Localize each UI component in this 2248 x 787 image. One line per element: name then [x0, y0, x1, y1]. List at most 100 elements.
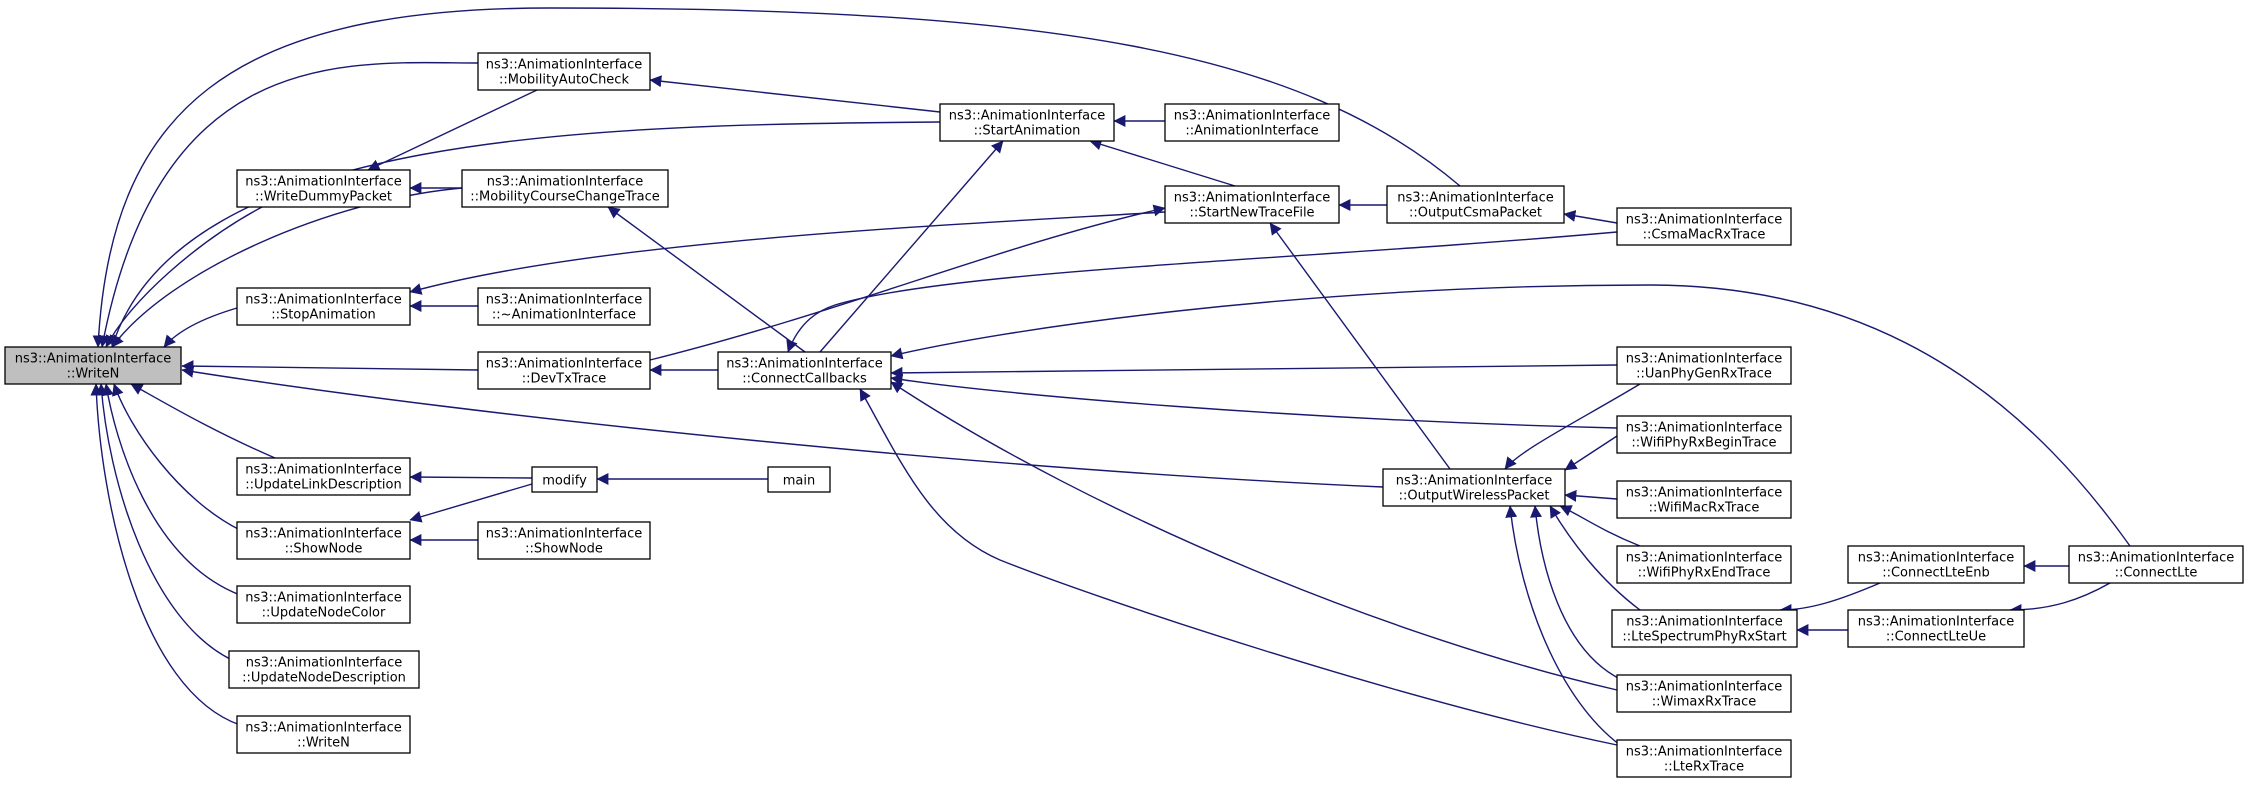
node-label-line: ::StartAnimation — [974, 124, 1081, 139]
edge-stop_animation-to-writen_root — [163, 307, 238, 348]
node-label-line: ns3::AnimationInterface — [1858, 551, 2015, 566]
edge-output_csma_packet-to-writen_root — [92, 7, 1461, 348]
node-connect-callbacks[interactable]: ns3::AnimationInterface::ConnectCallback… — [717, 351, 892, 390]
edge-layer — [90, 7, 2131, 746]
node-label-line: ns3::AnimationInterface — [1626, 352, 1783, 367]
node-update-node-color[interactable]: ns3::AnimationInterface::UpdateNodeColor — [236, 585, 411, 624]
node-label-line: ::WifiMacRxTrace — [1649, 501, 1760, 516]
node-mobility-auto-check[interactable]: ns3::AnimationInterface::MobilityAutoChe… — [477, 52, 651, 91]
node-label-line: ::UanPhyGenRxTrace — [1636, 367, 1772, 382]
node-label-line: ::ConnectLte — [2115, 566, 2198, 581]
node-label-line: ::ConnectLteEnb — [1882, 566, 1990, 581]
node-lte-spectrum-phy-rx-start[interactable]: ns3::AnimationInterface::LteSpectrumPhyR… — [1611, 609, 1798, 648]
node-label-line: ::WimaxRxTrace — [1652, 695, 1756, 710]
node-label-line: ::OutputWirelessPacket — [1399, 489, 1550, 504]
node-modify[interactable]: modify — [531, 466, 598, 493]
edge-connect_callbacks-to-start_animation — [819, 140, 1004, 353]
node-update-node-description[interactable]: ns3::AnimationInterface::UpdateNodeDescr… — [228, 650, 420, 689]
node-connect-lte-ue[interactable]: ns3::AnimationInterface::ConnectLteUe — [1847, 609, 2025, 648]
node-label-line: ns3::AnimationInterface — [1397, 191, 1554, 206]
node-label-line: ::UpdateLinkDescription — [245, 478, 402, 493]
node-label-line: ns3::AnimationInterface — [2078, 551, 2235, 566]
node-label-line: ns3::AnimationInterface — [1174, 109, 1331, 124]
edge-output_wireless_packet-to-start_new_trace_file — [1269, 222, 1451, 470]
node-box — [2068, 545, 2244, 584]
node-wifi-mac-rx-trace[interactable]: ns3::AnimationInterface::WifiMacRxTrace — [1616, 480, 1792, 519]
node-box — [1616, 207, 1792, 246]
node-ctor[interactable]: ns3::AnimationInterface::AnimationInterf… — [1164, 103, 1340, 142]
node-wimax-rx-trace[interactable]: ns3::AnimationInterface::WimaxRxTrace — [1616, 674, 1792, 713]
edge-start_animation-to-writen_root — [109, 121, 941, 348]
node-label-line: ns3::AnimationInterface — [1626, 551, 1783, 566]
node-label-line: ns3::AnimationInterface — [1626, 680, 1783, 695]
node-csma-mac-rx-trace[interactable]: ns3::AnimationInterface::CsmaMacRxTrace — [1616, 207, 1792, 246]
edge-start_new_trace_file-to-start_animation — [1089, 138, 1236, 187]
node-start-animation[interactable]: ns3::AnimationInterface::StartAnimation — [939, 103, 1115, 142]
node-mobility-course-change[interactable]: ns3::AnimationInterface::MobilityCourseC… — [461, 169, 669, 208]
node-label-line: ns3::AnimationInterface — [1174, 191, 1331, 206]
node-writen-leaf[interactable]: ns3::AnimationInterface::WriteN — [236, 715, 411, 754]
node-label-line: ::LteRxTrace — [1664, 760, 1744, 775]
edge-wifi_phy_rx_begin_trace-to-connect_callbacks — [890, 373, 1618, 429]
node-label-line: ns3::AnimationInterface — [15, 352, 172, 367]
node-uan-phy-gen-rx-trace[interactable]: ns3::AnimationInterface::UanPhyGenRxTrac… — [1616, 346, 1792, 385]
node-write-dummy-packet[interactable]: ns3::AnimationInterface::WriteDummyPacke… — [236, 169, 411, 208]
edge-show_node-to-writen_root — [112, 383, 241, 531]
node-label-line: ::WriteDummyPacket — [255, 190, 392, 205]
node-wifi-phy-rx-begin-trace[interactable]: ns3::AnimationInterface::WifiPhyRxBeginT… — [1616, 415, 1792, 454]
edge-lte_rx_trace-to-connect_callbacks — [859, 388, 1618, 746]
node-label-line: main — [783, 474, 815, 489]
edge-update_link_description-to-writen_root — [130, 383, 276, 459]
node-wifi-phy-rx-end-trace[interactable]: ns3::AnimationInterface::WifiPhyRxEndTra… — [1616, 545, 1792, 584]
node-label-line: ns3::AnimationInterface — [1626, 213, 1783, 228]
node-writen-root[interactable]: ns3::AnimationInterface::WriteN — [4, 346, 182, 385]
node-label-line: ::OutputCsmaPacket — [1409, 206, 1542, 221]
node-lte-rx-trace[interactable]: ns3::AnimationInterface::LteRxTrace — [1616, 739, 1792, 778]
node-label-line: ::MobilityAutoCheck — [499, 73, 629, 88]
node-connect-lte-enb[interactable]: ns3::AnimationInterface::ConnectLteEnb — [1847, 545, 2025, 584]
node-label-line: ::MobilityCourseChangeTrace — [470, 190, 659, 205]
node-label-line: ns3::AnimationInterface — [949, 109, 1106, 124]
node-box — [1847, 545, 2025, 584]
node-dev-tx-trace[interactable]: ns3::AnimationInterface::DevTxTrace — [477, 351, 651, 390]
node-box — [1616, 415, 1792, 454]
node-output-csma-packet[interactable]: ns3::AnimationInterface::OutputCsmaPacke… — [1386, 185, 1565, 224]
node-output-wireless-packet[interactable]: ns3::AnimationInterface::OutputWirelessP… — [1382, 468, 1566, 507]
edge-wifi_phy_rx_begin_trace-to-output_wireless_packet — [1564, 435, 1618, 471]
node-start-new-trace-file[interactable]: ns3::AnimationInterface::StartNewTraceFi… — [1164, 185, 1340, 224]
node-update-link-description[interactable]: ns3::AnimationInterface::UpdateLinkDescr… — [236, 457, 411, 496]
node-destructor[interactable]: ns3::AnimationInterface::~AnimationInter… — [477, 287, 651, 326]
node-label-line: ::WifiPhyRxEndTrace — [1638, 566, 1771, 581]
node-label-line: ns3::AnimationInterface — [1626, 615, 1783, 630]
node-box — [236, 585, 411, 624]
node-show-node[interactable]: ns3::AnimationInterface::ShowNode — [236, 521, 411, 560]
node-label-line: modify — [542, 474, 587, 489]
node-box — [939, 103, 1115, 142]
node-label-line: ::WriteN — [297, 736, 350, 751]
node-label-line: ns3::AnimationInterface — [486, 58, 643, 73]
node-label-line: ns3::AnimationInterface — [245, 591, 402, 606]
node-label-line: ns3::AnimationInterface — [245, 721, 402, 736]
node-label-line: ::AnimationInterface — [1185, 124, 1318, 139]
node-label-line: ::WriteN — [67, 367, 120, 382]
node-label-line: ::DevTxTrace — [522, 372, 607, 387]
edge-mobility_auto_check-to-write_dummy_packet — [367, 89, 538, 171]
edge-output_wireless_packet-to-writen_root — [181, 365, 1384, 488]
node-label-line: ns3::AnimationInterface — [1858, 615, 2015, 630]
node-stop-animation[interactable]: ns3::AnimationInterface::StopAnimation — [236, 287, 411, 326]
edge-modify-to-update_link_description — [409, 471, 533, 484]
edge-update_node_description-to-writen_root — [95, 383, 233, 661]
node-main[interactable]: main — [767, 466, 831, 493]
node-box — [717, 351, 892, 390]
node-box — [1164, 185, 1340, 224]
node-box — [236, 457, 411, 496]
node-box — [767, 466, 831, 493]
node-label-line: ns3::AnimationInterface — [245, 293, 402, 308]
node-connect-lte[interactable]: ns3::AnimationInterface::ConnectLte — [2068, 545, 2244, 584]
node-label-line: ns3::AnimationInterface — [245, 463, 402, 478]
node-show-node-2[interactable]: ns3::AnimationInterface::ShowNode — [477, 521, 651, 560]
node-box — [236, 169, 411, 208]
edge-mobility_auto_check-to-writen_root — [98, 61, 479, 348]
node-box — [228, 650, 420, 689]
edge-connect_lte-to-connect_lte_ue — [2009, 582, 2111, 616]
